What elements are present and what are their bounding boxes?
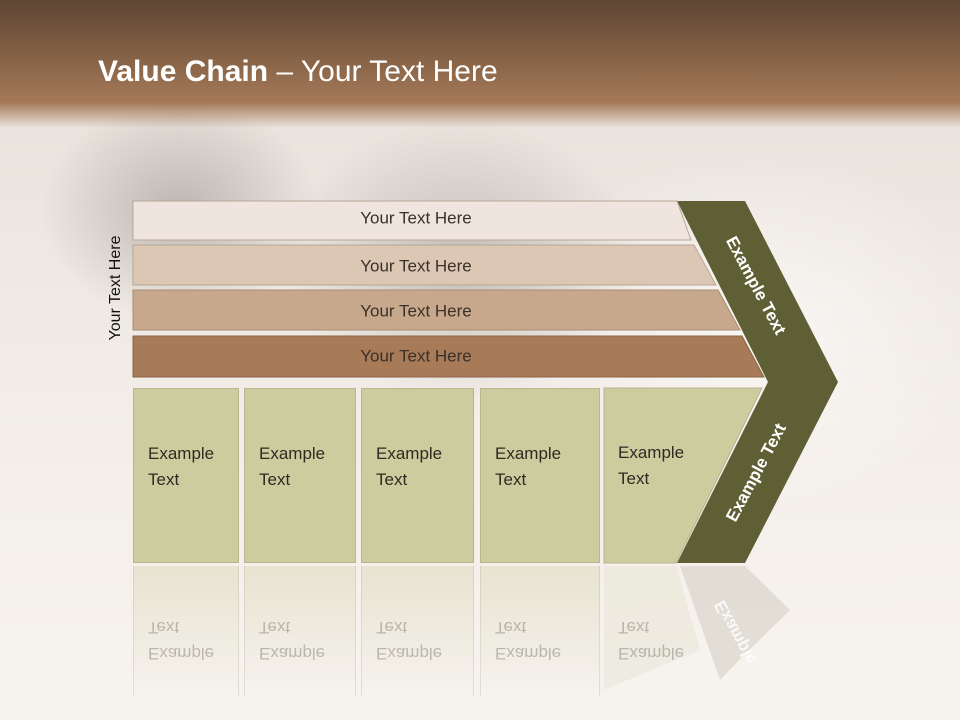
box-3-reflection-line2: Text xyxy=(376,618,408,637)
box-5-reflection-text: Example Text xyxy=(618,614,684,666)
box-5-reflection xyxy=(604,566,700,690)
box-1-reflection: Example Text xyxy=(133,566,239,696)
header-bar xyxy=(0,0,960,128)
box-4-reflection-line1: Example xyxy=(495,644,562,663)
box-2-line1: Example xyxy=(259,444,326,463)
chevron-arrow xyxy=(677,201,838,563)
box-3-reflection-text: Example Text xyxy=(376,614,442,666)
box-3-line2: Text xyxy=(376,470,408,489)
bar-4 xyxy=(132,335,765,378)
box-2-reflection: Example Text xyxy=(244,566,356,696)
box-1-reflection-line2: Text xyxy=(148,618,180,637)
box-1-line1: Example xyxy=(148,444,215,463)
box-3-line1: Example xyxy=(376,444,443,463)
box-4-reflection-line2: Text xyxy=(495,618,527,637)
bar-2 xyxy=(132,244,717,286)
box-5-line2: Text xyxy=(618,469,650,488)
box-5-reflection-line1: Example xyxy=(618,644,685,663)
bar-4-label: Your Text Here xyxy=(360,346,472,365)
box-5-reflection-line2: Text xyxy=(618,618,650,637)
bar-1 xyxy=(132,200,692,241)
box-5-reflection-area: Example Text xyxy=(604,566,700,696)
title-rest: – Your Text Here xyxy=(268,55,498,88)
box-5-line1: Example xyxy=(618,443,685,462)
box-4-line1: Example xyxy=(495,444,562,463)
slide-title: Value Chain – Your Text Here xyxy=(98,55,498,89)
box-1-reflection-line1: Example xyxy=(148,644,215,663)
box-2-reflection-text: Example Text xyxy=(259,614,325,666)
bar-3-label: Your Text Here xyxy=(360,301,472,320)
box-1-line2: Text xyxy=(148,470,180,489)
box-2-reflection-line1: Example xyxy=(259,644,326,663)
box-3-reflection: Example Text xyxy=(361,566,474,696)
box-3-reflection-line1: Example xyxy=(376,644,443,663)
box-2-reflection-line2: Text xyxy=(259,618,291,637)
box-4-reflection-text: Example Text xyxy=(495,614,561,666)
bar-2-label: Your Text Here xyxy=(360,256,472,275)
title-bold: Value Chain xyxy=(98,55,269,88)
box-4-reflection: Example Text xyxy=(480,566,600,696)
chevron-reflection xyxy=(680,566,790,680)
bar-1-label: Your Text Here xyxy=(360,208,472,227)
box-1-reflection-text: Example Text xyxy=(148,614,214,666)
box-2-line2: Text xyxy=(259,470,291,489)
bar-3 xyxy=(132,289,741,331)
box-5-shape xyxy=(603,387,763,564)
box-4-line2: Text xyxy=(495,470,527,489)
